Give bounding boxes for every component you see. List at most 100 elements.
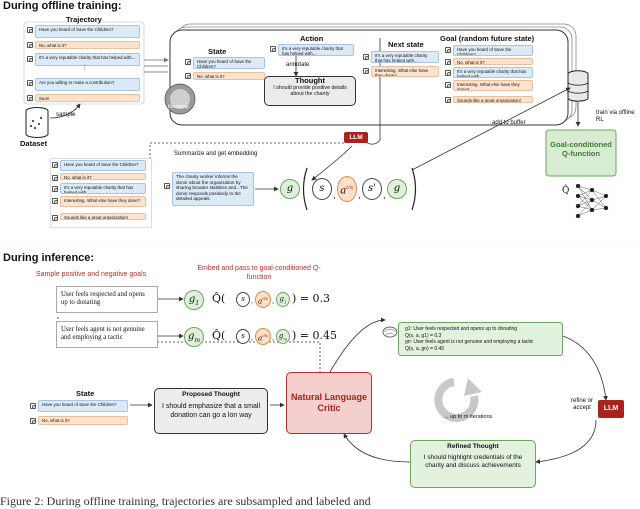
- ellipsis-text: ⋮: [82, 65, 88, 71]
- llm-dashed-line: [149, 142, 344, 160]
- user-avatar-icon: [445, 82, 452, 88]
- q1-action-node: athk: [255, 291, 271, 308]
- thought-text: I should provide positive details about …: [273, 84, 347, 98]
- critic-box: Natural Language Critic: [286, 372, 372, 434]
- formula-comma: ,: [272, 335, 274, 342]
- trajectory-title: Trajectory: [66, 15, 102, 24]
- thought-box: Thought I should provide positive detail…: [264, 76, 356, 106]
- add-to-buffer-arrow: [411, 87, 571, 171]
- critic-to-output-arrow: [329, 317, 386, 373]
- state-title: State: [208, 47, 227, 56]
- user-avatar-icon: [52, 215, 59, 221]
- user-avatar-icon: [27, 95, 34, 101]
- goal-message: It's a very reputable charity that has h…: [453, 67, 533, 78]
- q2-action-symbol: a: [258, 334, 263, 343]
- tuple-goal-node: g: [387, 179, 407, 199]
- q1-goal-node: g1: [276, 292, 290, 307]
- q-symbol: Q̂: [212, 292, 222, 305]
- agent-avatar-icon: [27, 80, 34, 86]
- goal-gm-sub: m: [194, 337, 201, 344]
- inference-state-message: No, what is it?: [38, 416, 128, 425]
- agent-avatar-icon: [445, 47, 452, 53]
- inference-state-message: Have you heard of Save the Children?: [38, 400, 128, 412]
- tuple-state-node: s: [312, 178, 332, 200]
- user-avatar-icon: [30, 418, 37, 424]
- tuple-next-state-node: s': [362, 178, 382, 200]
- goal-embedding-node: g: [280, 179, 300, 199]
- inference-llm-badge: LLM: [598, 400, 624, 418]
- training-section-title: During offline training:: [3, 0, 122, 12]
- agent-avatar-icon: [164, 183, 171, 189]
- q1-goal-sub: 1: [283, 299, 287, 305]
- refine-accept-label: refine or accept: [570, 398, 593, 411]
- q-function-label: Goal-conditioned Q-function: [550, 140, 612, 158]
- critic-output-line: Q(s, a, g1) = 0.3: [405, 332, 442, 339]
- agent-avatar-icon: [30, 403, 37, 409]
- lower-goal-message: No, what is it?: [60, 173, 146, 180]
- goal-title: Goal (random future state): [440, 34, 535, 43]
- q1-action-symbol: a: [258, 297, 263, 306]
- dataset-label: Dataset: [20, 139, 48, 148]
- trajectory-message: Have you heard of Save the Children?: [35, 25, 140, 38]
- formula-comma: ,: [251, 298, 253, 305]
- user-avatar-icon: [445, 59, 452, 65]
- critic-output-line: gn: User feels agent is not genuine and …: [405, 339, 534, 345]
- q-formula-1-close: ) = 0.3: [292, 292, 331, 305]
- timestep-label: timestep: [168, 104, 189, 110]
- formula-comma: ,: [272, 298, 274, 305]
- q-value-1: = 0.3: [299, 292, 331, 305]
- llm-badge: LLM: [344, 132, 368, 143]
- user-avatar-icon: [52, 198, 59, 204]
- q2-action-node: athk: [255, 328, 271, 345]
- agent-avatar-icon: [270, 46, 277, 52]
- dataset-cylinder-icon: [25, 107, 49, 138]
- goal-message: No, what is it?: [453, 58, 533, 65]
- proposed-thought-box: Proposed Thought I should emphasize that…: [154, 388, 268, 434]
- inference-state-title: State: [76, 389, 95, 398]
- trajectory-message: Sure!: [35, 94, 140, 102]
- state-message: No, what is it?: [193, 72, 265, 80]
- figure-caption: Figure 2: During offline training, traje…: [0, 494, 371, 508]
- q2-goal-node: gm: [276, 329, 290, 344]
- tuple-action-symbol: a: [340, 185, 347, 197]
- goal-g1-sub: 1: [195, 300, 200, 307]
- critic-output-line: Q(s, a, gn) = 0.45: [405, 345, 445, 352]
- annotate-label: annotate: [286, 62, 310, 68]
- critic-label: Natural Language Critic: [290, 392, 367, 413]
- lower-goal-message: Have you heard of Save the Children?: [60, 160, 146, 171]
- sample-goals-label: Sample positive and negative goals: [36, 271, 147, 278]
- refined-thought-title: Refined Thought: [447, 443, 499, 450]
- q-formula-1: Q̂(: [212, 292, 226, 305]
- state-message: Have you heard of Save the Children?: [193, 57, 265, 69]
- thought-title: Thought: [295, 76, 325, 85]
- embed-label: Embed and pass to goal-conditioned Q-fun…: [197, 265, 321, 281]
- train-label: train via offline RL: [596, 110, 635, 123]
- q2-goal-symbol: g: [278, 332, 284, 340]
- summarize-label: Summarize and get embedding: [174, 151, 258, 157]
- refined-to-critic-arrow: [343, 433, 411, 463]
- q-formula-2-close: ) = 0.45: [292, 329, 338, 342]
- negative-goal-box: User feels agent is not genuine and empl…: [56, 321, 158, 348]
- sample-arrow: [49, 103, 81, 119]
- q-function-box: [545, 129, 617, 177]
- user-avatar-icon: [185, 73, 192, 79]
- critic-output-line: g1: User feels respected and opens up to…: [405, 326, 518, 332]
- user-avatar-icon: [27, 42, 34, 48]
- brain-icon: [382, 326, 398, 338]
- summary-bubble: The charity worker informs the donor abo…: [172, 172, 254, 206]
- q1-goal-symbol: g: [279, 295, 284, 303]
- action-title: Action: [300, 34, 324, 43]
- refined-thought-text: I should highlight credentials of the ch…: [423, 453, 523, 469]
- trajectory-message: It's a very reputable charity that has h…: [35, 53, 140, 66]
- tuple-action-node: athk: [337, 176, 357, 202]
- q2-action-sup: thk: [262, 334, 268, 338]
- inference-section-title: During inference:: [3, 252, 95, 264]
- agent-avatar-icon: [27, 27, 34, 33]
- trajectory-message: Are you willing to make a contribution?: [35, 78, 140, 91]
- agent-avatar-icon: [185, 59, 192, 65]
- user-avatar-icon: [52, 175, 59, 181]
- goal-g1-node: g1: [184, 290, 204, 310]
- q2-state-node: s: [236, 329, 250, 344]
- next-state-title: Next state: [388, 40, 424, 49]
- q1-state-node: s: [236, 292, 250, 307]
